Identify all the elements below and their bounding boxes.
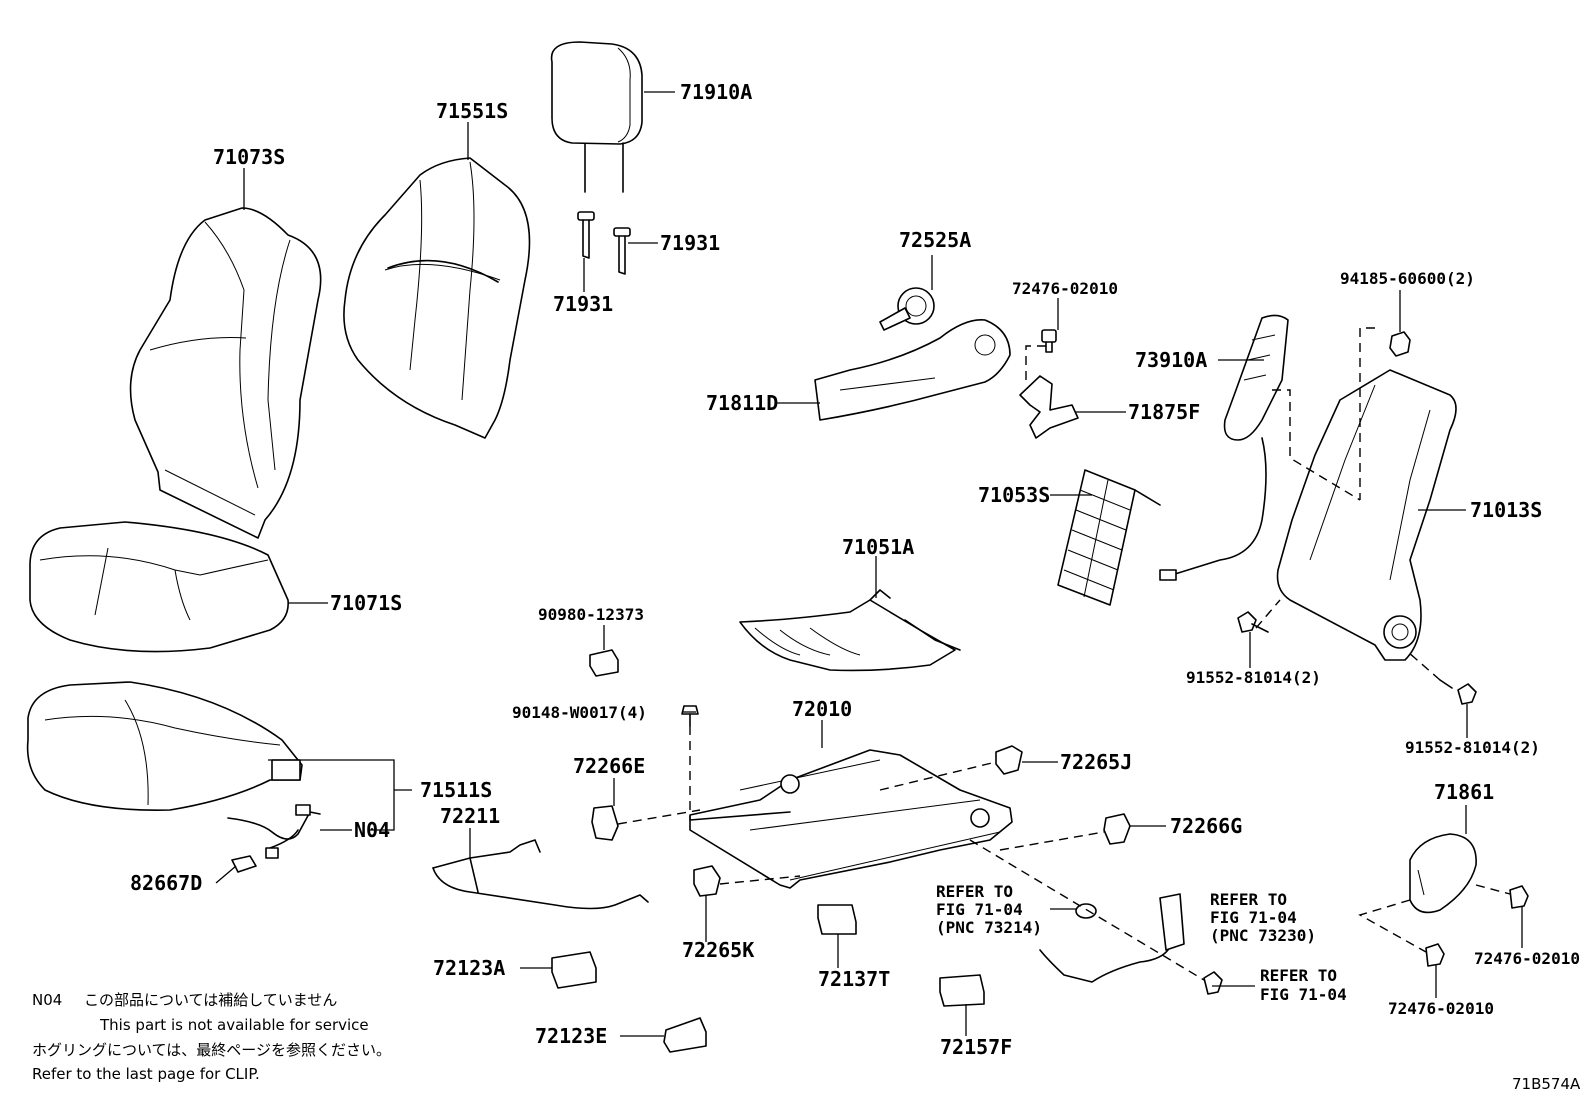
bolt-91552-b-drawing[interactable] <box>1439 679 1477 705</box>
label-72211[interactable]: 72211 <box>440 804 500 828</box>
label-72266E[interactable]: 72266E <box>573 754 645 778</box>
ref-73214-line2[interactable]: FIG 71-04 <box>936 900 1023 919</box>
nut-94185-drawing[interactable] <box>1389 331 1411 357</box>
note-n04-en: This part is not available for service <box>99 1016 369 1034</box>
label-71051A[interactable]: 71051A <box>842 535 914 559</box>
bracket-71875F-drawing[interactable] <box>1019 375 1079 439</box>
cover-72265J-drawing[interactable] <box>995 745 1023 775</box>
label-72265J[interactable]: 72265J <box>1060 750 1132 774</box>
seat-belt-buckle-drawing[interactable] <box>1039 893 1223 995</box>
seat-harness-drawing[interactable] <box>227 804 321 859</box>
label-94185[interactable]: 94185-60600(2) <box>1340 269 1475 288</box>
label-91552-a[interactable]: 91552-81014(2) <box>1186 668 1321 687</box>
label-73910A[interactable]: 73910A <box>1135 348 1207 372</box>
label-72525A[interactable]: 72525A <box>899 228 971 252</box>
label-71811D[interactable]: 71811D <box>706 391 778 415</box>
label-72157F[interactable]: 72157F <box>940 1035 1012 1059</box>
label-71511S[interactable]: 71511S <box>420 778 492 802</box>
label-72137T[interactable]: 72137T <box>818 967 890 991</box>
part-labels: 71910A 71551S 71073S 71931 71931 72525A … <box>130 80 1580 1059</box>
note-n04-code: N04 <box>32 991 62 1009</box>
ref-73230-line3[interactable]: (PNC 73230) <box>1210 926 1316 945</box>
label-72476-r2[interactable]: 72476-02010 <box>1388 999 1494 1018</box>
label-71013S[interactable]: 71013S <box>1470 498 1542 522</box>
label-71071S[interactable]: 71071S <box>330 591 402 615</box>
seatback-spring-drawing[interactable] <box>1057 469 1161 606</box>
reference-labels: REFER TO FIG 71-04 (PNC 73214) REFER TO … <box>936 882 1347 1004</box>
connector-90980-drawing[interactable] <box>589 649 619 677</box>
seatback-pad-drawing[interactable] <box>343 157 531 439</box>
label-71073S[interactable]: 71073S <box>213 145 285 169</box>
cover-72265K-drawing[interactable] <box>693 865 721 897</box>
figure-id: 71B574A <box>1512 1075 1581 1093</box>
ref-fig-line2[interactable]: FIG 71-04 <box>1260 985 1347 1004</box>
label-71875F[interactable]: 71875F <box>1128 400 1200 424</box>
label-90980[interactable]: 90980-12373 <box>538 605 644 624</box>
label-N04[interactable]: N04 <box>354 818 390 842</box>
label-72476-r1[interactable]: 72476-02010 <box>1474 949 1580 968</box>
label-72265K[interactable]: 72265K <box>682 938 754 962</box>
assembly-dashed-lines <box>617 327 1511 981</box>
recliner-knob-drawing[interactable] <box>879 287 935 331</box>
clip-72476-r1-drawing[interactable] <box>1509 885 1529 909</box>
note-n04-ja: この部品については補給していません <box>84 991 337 1009</box>
cover-72266G-drawing[interactable] <box>1103 813 1131 845</box>
wire-72211-drawing[interactable] <box>432 839 649 910</box>
headrest-guide-drawing-right[interactable] <box>613 227 631 275</box>
ref-73230-line1[interactable]: REFER TO <box>1210 890 1287 909</box>
ref-fig-line1[interactable]: REFER TO <box>1260 966 1337 985</box>
clip-72476-r2-drawing[interactable] <box>1425 943 1445 967</box>
label-71551S[interactable]: 71551S <box>436 99 508 123</box>
cover-72266E-drawing[interactable] <box>591 805 619 841</box>
clip-72137T-drawing[interactable] <box>817 904 857 935</box>
label-91552-b[interactable]: 91552-81014(2) <box>1405 738 1540 757</box>
seatback-cover-drawing[interactable] <box>129 207 322 539</box>
label-72010[interactable]: 72010 <box>792 697 852 721</box>
label-71931-below[interactable]: 71931 <box>553 292 613 316</box>
seatback-frame-drawing[interactable] <box>1276 369 1457 661</box>
label-71910A[interactable]: 71910A <box>680 80 752 104</box>
label-71053S[interactable]: 71053S <box>978 483 1050 507</box>
bolt-91552-a-drawing[interactable] <box>1237 611 1269 633</box>
seat-cushion-pad-drawing[interactable] <box>26 681 303 811</box>
seat-track-drawing[interactable] <box>689 749 1013 889</box>
connector-82667D-drawing[interactable] <box>231 855 257 873</box>
headrest-guide-drawing-left[interactable] <box>577 211 595 259</box>
seat-cushion-cover-drawing[interactable] <box>29 521 289 653</box>
clip-72123A-drawing[interactable] <box>551 951 597 989</box>
label-71861[interactable]: 71861 <box>1434 780 1494 804</box>
clip-72476-top-drawing[interactable] <box>1041 329 1057 353</box>
cover-71861-drawing[interactable] <box>1409 833 1477 914</box>
headrest-drawing[interactable] <box>550 41 643 193</box>
clip-72157F-drawing[interactable] <box>939 974 985 1007</box>
note-clip-ja: ホグリングについては、最終ページを参照ください。 <box>32 1041 391 1059</box>
ref-73214-line1[interactable]: REFER TO <box>936 882 1013 901</box>
label-72123E[interactable]: 72123E <box>535 1024 607 1048</box>
notes: N04 この部品については補給していません This part is not a… <box>32 991 1581 1093</box>
ref-73230-line2[interactable]: FIG 71-04 <box>1210 908 1297 927</box>
label-71931-right[interactable]: 71931 <box>660 231 720 255</box>
note-clip-en: Refer to the last page for CLIP. <box>32 1065 260 1083</box>
leader-lines <box>215 91 1523 1037</box>
side-shield-drawing[interactable] <box>814 319 1011 421</box>
side-airbag-drawing[interactable] <box>1159 314 1289 581</box>
label-72123A[interactable]: 72123A <box>433 956 505 980</box>
label-90148[interactable]: 90148-W0017(4) <box>512 703 647 722</box>
screw-90148-drawing[interactable] <box>681 705 699 727</box>
clip-72123E-drawing[interactable] <box>663 1017 707 1053</box>
label-82667D[interactable]: 82667D <box>130 871 202 895</box>
label-72476-top[interactable]: 72476-02010 <box>1012 279 1118 298</box>
ref-73214-line3[interactable]: (PNC 73214) <box>936 918 1042 937</box>
label-72266G[interactable]: 72266G <box>1170 814 1242 838</box>
cushion-wire-drawing[interactable] <box>739 589 961 672</box>
